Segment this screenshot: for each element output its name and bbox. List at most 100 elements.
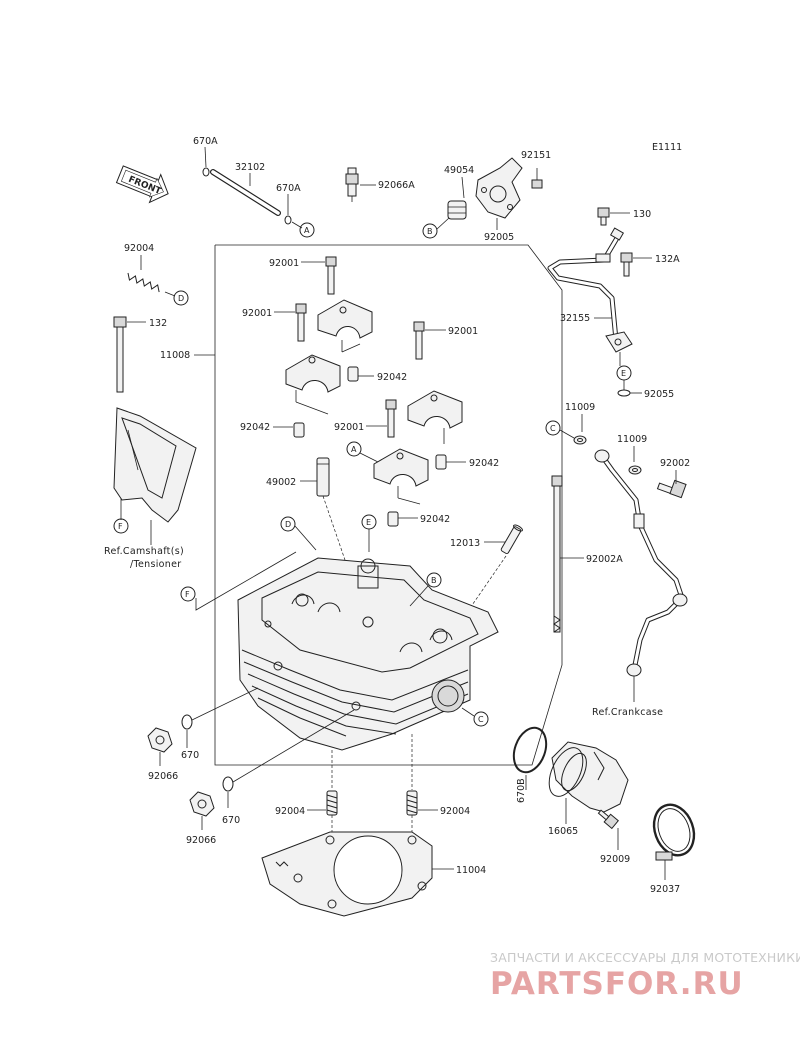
sensor-92066a: [345, 167, 359, 202]
label-670a-mid: 670A: [276, 183, 301, 194]
camshaft-cap-lower: [373, 448, 429, 487]
svg-text:B: B: [431, 576, 437, 585]
clamp-92037: [652, 803, 696, 861]
bolt-92001-c: [413, 321, 425, 360]
label-92009: 92009: [600, 854, 630, 865]
label-11009-a: 11009: [565, 402, 595, 413]
callout-a-top: A: [299, 222, 315, 238]
front-arrow-icon: FRONT: [115, 165, 169, 204]
label-132: 132: [149, 318, 167, 329]
bolt-92001-b: [295, 303, 307, 342]
label-11008: 11008: [160, 350, 190, 361]
callout-c-right: C: [545, 420, 561, 436]
callout-f-mid: F: [180, 586, 196, 602]
label-92001-c: 92001: [448, 326, 478, 337]
diagram-code: E1111: [652, 142, 682, 153]
callout-d-mid: D: [280, 516, 296, 532]
svg-text:E: E: [366, 518, 371, 527]
label-92004-spring: 92004: [124, 243, 154, 254]
o-ring-670-b: [222, 776, 234, 792]
label-32102: 32102: [235, 162, 265, 173]
bolt-92001-d: [385, 399, 397, 438]
callout-a-mid: A: [346, 441, 362, 457]
o-ring-92055: [617, 389, 631, 397]
intake-holder-16065: [548, 741, 629, 813]
camshaft-cap-mid: [285, 354, 341, 393]
svg-text:E: E: [621, 369, 626, 378]
callout-e-right: E: [616, 365, 632, 381]
dowel-92042-d: [387, 511, 399, 527]
label-92002a: 92002A: [586, 554, 623, 565]
o-ring-670-a: [181, 714, 193, 730]
bolt-92002: [656, 479, 687, 499]
bolt-130: [597, 207, 610, 226]
bolt-132: [113, 316, 127, 393]
label-670-b: 670: [222, 815, 240, 826]
svg-text:D: D: [178, 294, 184, 303]
label-49002: 49002: [266, 477, 296, 488]
label-92042-b: 92042: [240, 422, 270, 433]
valve-12013: [500, 524, 523, 555]
camshaft-cap-top: [317, 299, 373, 339]
callout-b-top: B: [422, 223, 438, 239]
label-670-a: 670: [181, 750, 199, 761]
o-ring-670a-top: [202, 167, 210, 177]
plug-92066-b: [189, 791, 215, 817]
head-gasket-11004: [261, 831, 433, 917]
bolt-132a: [620, 252, 633, 277]
svg-text:C: C: [550, 424, 556, 433]
callout-c-head: C: [473, 711, 489, 727]
washer-11009-a: [573, 435, 587, 445]
svg-text:D: D: [285, 520, 291, 529]
dowel-92042-c: [435, 454, 447, 470]
label-670b: 670B: [516, 778, 527, 803]
label-92002: 92002: [660, 458, 690, 469]
label-92004-r: 92004: [440, 806, 470, 817]
label-11009-b: 11009: [617, 434, 647, 445]
watermark-tagline: ЗАПЧАСТИ И АКСЕССУАРЫ ДЛЯ МОТОТЕХНИКИ: [490, 950, 800, 965]
ref-camshaft: Ref.Camshaft(s): [104, 546, 184, 557]
label-49054: 49054: [444, 165, 474, 176]
oil-pipe-32155: [547, 227, 633, 353]
label-92001-a: 92001: [269, 258, 299, 269]
callout-e-mid: E: [361, 514, 377, 530]
dowel-92042-b: [293, 422, 305, 438]
bolt-92001-a: [325, 256, 337, 295]
cylinder-head: [237, 557, 499, 751]
label-92151: 92151: [521, 150, 551, 161]
label-92001-b: 92001: [242, 308, 272, 319]
svg-text:F: F: [185, 590, 190, 599]
label-130: 130: [633, 209, 651, 220]
ref-crankcase: Ref.Crankcase: [592, 707, 663, 718]
o-ring-670a-mid: [284, 215, 292, 225]
svg-text:F: F: [118, 522, 123, 531]
spring-92004: [127, 272, 160, 293]
label-92055: 92055: [644, 389, 674, 400]
ref-tensioner: /Tensioner: [130, 559, 181, 570]
label-32155: 32155: [560, 313, 590, 324]
svg-text:A: A: [351, 445, 357, 454]
camshaft-chain-guide: [113, 407, 197, 523]
label-92001-d: 92001: [334, 422, 364, 433]
dowel-spring-92004-l: [326, 790, 338, 816]
label-92066-b: 92066: [186, 835, 216, 846]
washer-11009-b: [628, 465, 642, 475]
plug-92066-a: [147, 727, 173, 753]
callout-b-mid: B: [426, 572, 442, 588]
bolt-92151: [531, 168, 543, 189]
assembly-frame: [214, 244, 563, 766]
dowel-92042-a: [347, 366, 359, 382]
svg-text:C: C: [478, 715, 484, 724]
label-92037: 92037: [650, 884, 680, 895]
label-16065: 16065: [548, 826, 578, 837]
label-92042-d: 92042: [420, 514, 450, 525]
stud-92002a: [551, 475, 563, 633]
thermostat-49054: [447, 200, 467, 220]
label-92042-c: 92042: [469, 458, 499, 469]
camshaft-cap-right: [407, 390, 463, 429]
water-outlet-92005: [475, 157, 523, 219]
rod-32102: [210, 169, 281, 216]
watermark-brand: PARTSFOR.RU: [490, 966, 744, 1002]
svg-text:B: B: [427, 227, 433, 236]
